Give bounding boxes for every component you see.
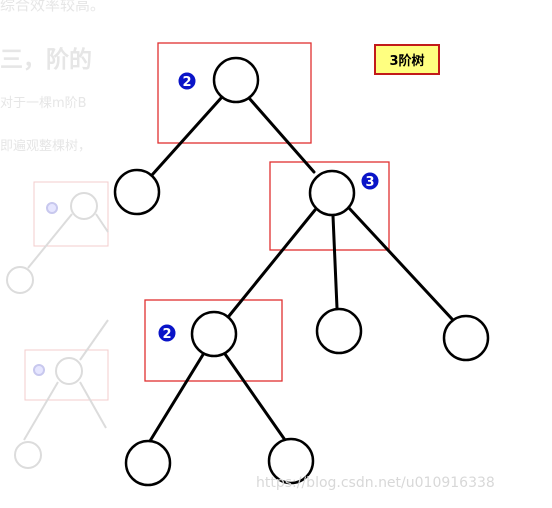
edge-lower-left <box>148 351 206 443</box>
node-middle-leaf <box>315 307 363 355</box>
edge-right-far <box>347 206 454 321</box>
faded-node-bottom <box>14 441 42 469</box>
highlight-box-lower <box>144 299 283 382</box>
badge-lower: 2 <box>156 322 178 344</box>
badge-root-number: 2 <box>182 75 191 90</box>
node-right <box>308 169 356 217</box>
faded-highlight-box-2 <box>24 349 109 401</box>
badge-root-circle <box>176 70 198 92</box>
background-text-line-4: 即遍观整棵树， <box>0 139 92 154</box>
faded-background-diagram <box>6 181 109 469</box>
node-left-leaf <box>113 168 161 216</box>
edge-root-right <box>247 96 316 174</box>
faded-node-left <box>6 266 34 294</box>
badge-root: 2 <box>176 70 198 92</box>
watermark: https://blog.csdn.net/u010916338 <box>256 475 495 491</box>
faded-edge-2 <box>95 213 109 233</box>
faded-edge-1 <box>27 213 73 269</box>
background-text-line-1: 综合效率较高。 <box>0 0 106 14</box>
highlight-box-right <box>269 161 390 251</box>
edge-lower-right <box>223 352 287 442</box>
faded-node-top <box>70 192 98 220</box>
edge-root-left <box>150 95 224 177</box>
badge-right-circle <box>359 170 381 192</box>
background-text-line-3: 对于一棵m阶B <box>0 96 87 111</box>
faded-highlight-box-1 <box>33 181 109 247</box>
faded-edge-4 <box>79 381 107 429</box>
node-root <box>212 56 260 104</box>
badge-lower-number: 2 <box>162 327 171 342</box>
edge-right-lower <box>227 208 317 318</box>
edge-right-middle <box>331 214 339 310</box>
highlight-box-root <box>157 42 312 144</box>
tree-order-label: 3阶树 <box>374 44 440 75</box>
badge-right-number: 3 <box>365 175 374 190</box>
badge-lower-circle <box>156 322 178 344</box>
node-bottom-left-leaf <box>124 439 172 487</box>
faded-node-middle <box>55 357 83 385</box>
badge-right: 3 <box>359 170 381 192</box>
faded-badge-icon-1 <box>46 202 58 214</box>
node-lower <box>190 310 238 358</box>
background-heading: 三，阶的 <box>0 47 92 73</box>
faded-edge-5 <box>79 319 109 361</box>
node-far-leaf <box>442 314 490 362</box>
node-bottom-right-leaf <box>267 437 315 485</box>
faded-badge-icon-2 <box>33 364 45 376</box>
faded-edge-3 <box>23 381 59 441</box>
